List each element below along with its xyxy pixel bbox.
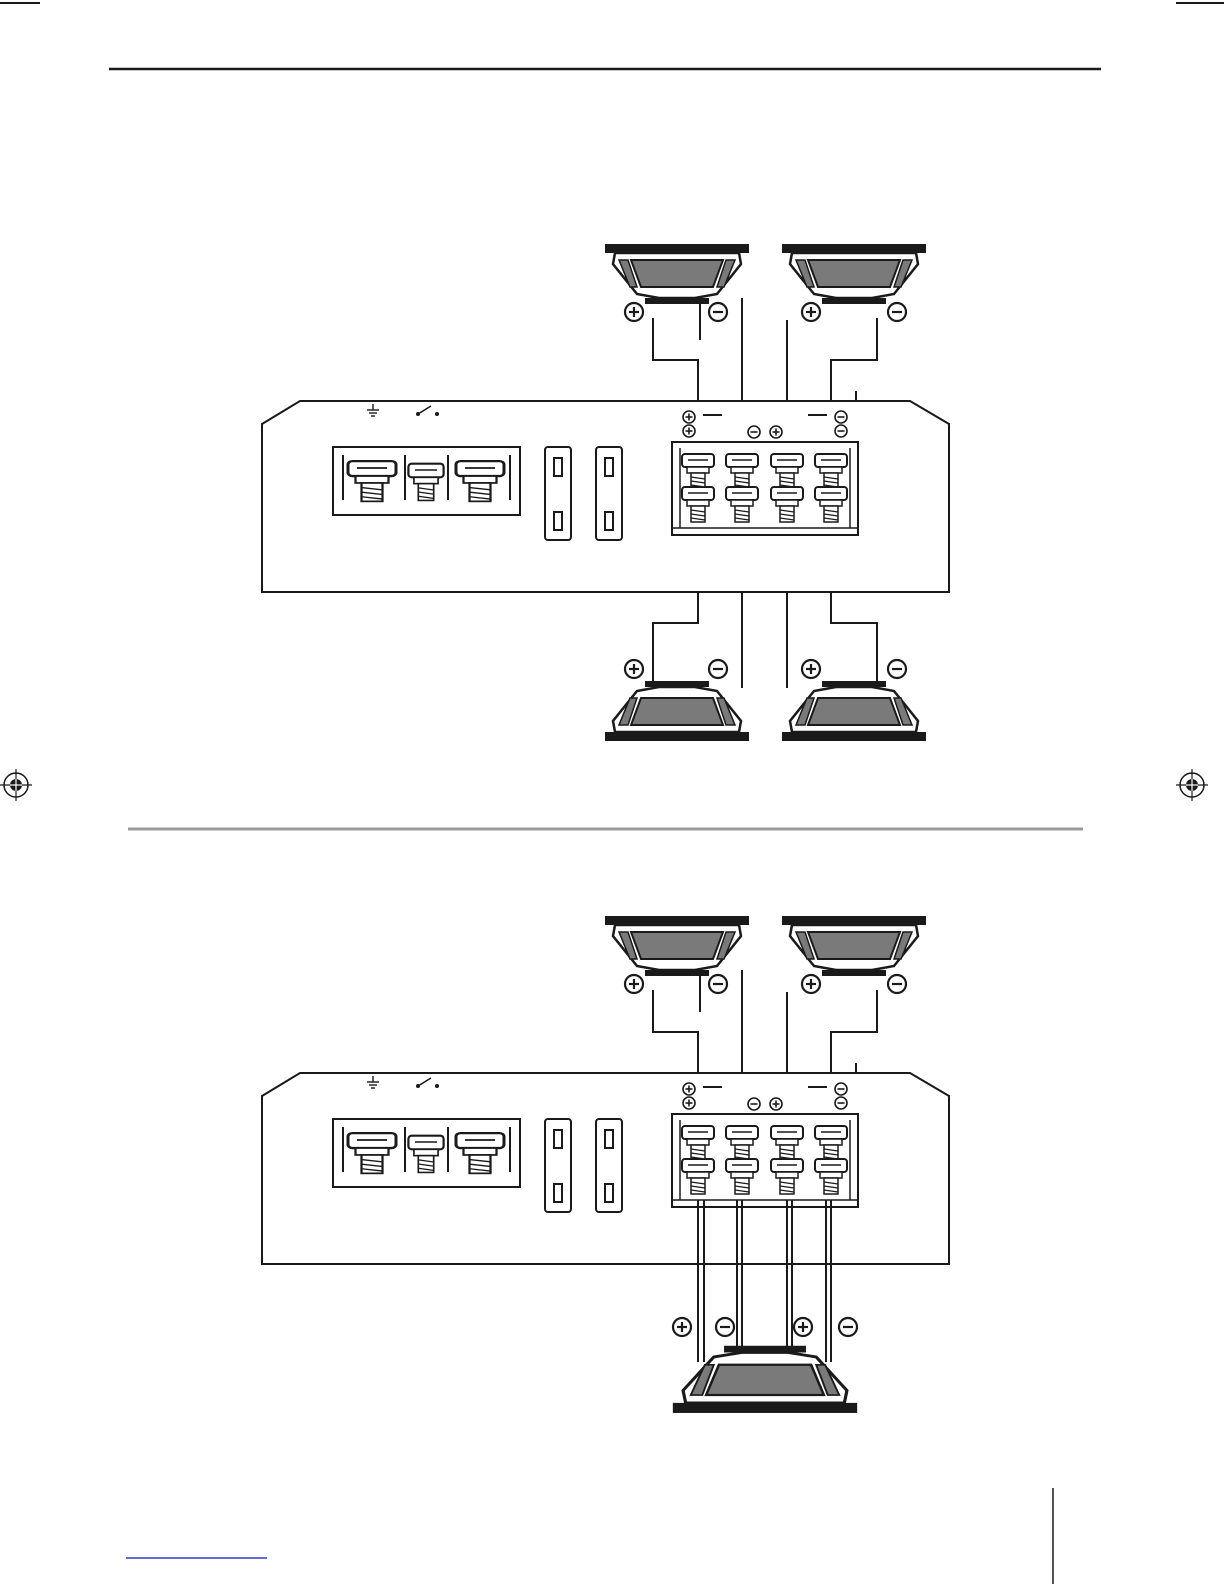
speaker-top-right	[782, 244, 926, 304]
registration-mark-left	[0, 769, 32, 801]
diagram-four-speaker	[262, 244, 949, 741]
speaker-top-right	[782, 916, 926, 976]
speaker-bottom-right	[782, 681, 926, 741]
diagram-bridged-subwoofer	[262, 916, 949, 1413]
speaker-top-left	[605, 244, 749, 304]
registration-mark-right	[1176, 769, 1208, 801]
speaker-top-left	[605, 916, 749, 976]
amplifier	[262, 1063, 949, 1264]
amplifier	[262, 391, 949, 592]
speaker-bottom-left	[605, 681, 749, 741]
speaker-subwoofer	[673, 1346, 857, 1413]
